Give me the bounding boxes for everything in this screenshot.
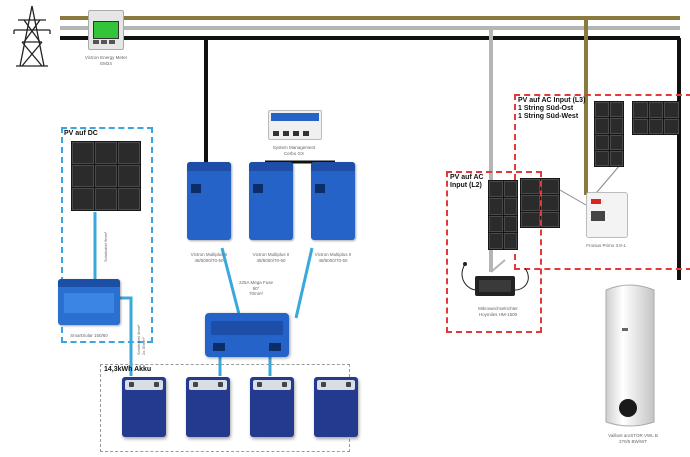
battery-icon	[186, 377, 230, 437]
solar-panel-icon	[594, 101, 624, 167]
microinverter-cables	[461, 262, 529, 291]
solar-panel-icon	[632, 101, 680, 135]
pv-dc-box	[61, 127, 153, 343]
battery-icon	[250, 377, 294, 437]
inverter1-to-lynx	[220, 247, 242, 319]
battery-title: 14,3kWh Akku	[104, 366, 152, 373]
heatpump-label: Vaillant aroSTOR VWL B 270/5 BW/WT	[608, 433, 658, 444]
hoymiles-label: Mikrowechselrichter Hoymiles HM-1500	[478, 306, 518, 317]
microinverter-icon	[475, 276, 515, 296]
battery-icon	[122, 377, 166, 437]
gx-device-icon	[268, 110, 322, 140]
heat-pump-icon	[605, 284, 655, 427]
fronius-label: Fronius Primo 3.8-1	[586, 243, 626, 248]
fronius-inverter-icon	[586, 192, 628, 238]
mppt-label: SmartSolar 150/60	[70, 333, 108, 338]
pylon-icon	[13, 5, 51, 67]
battery-cable-label: Solarkabel 4mm² 2x 35mm²	[136, 324, 146, 355]
inverter-2	[249, 162, 293, 240]
pv-ac-l3-title: PV auf AC Input (L3) 1 String Süd-Ost 1 …	[518, 97, 586, 120]
inverter-2-label: Victron Multiplus II 48/5000/70-50	[252, 252, 290, 263]
solar-panel-icon	[71, 141, 141, 211]
inverter-1-label: Victron Multiplus II 48/5000/70-50	[190, 252, 228, 263]
gx-label: System Management Cerbo GX	[272, 145, 316, 156]
mppt-charger-icon	[58, 279, 120, 325]
pv-dc-title: PV auf DC	[64, 130, 98, 137]
inverter-3	[311, 162, 355, 240]
pv-cable-label: Solarkabel 6mm²	[103, 231, 108, 262]
battery-icon	[314, 377, 358, 437]
inverter-1	[187, 162, 231, 240]
energy-meter-icon	[88, 10, 124, 50]
inverter3-to-lynx	[294, 247, 314, 319]
mppt-to-battery	[118, 296, 133, 376]
meter-label: Victron Energy Meter EM24	[84, 55, 128, 66]
bus-cable-label: 225A Mega Fuse 90° 70mm²	[238, 280, 274, 296]
pv-ac-l2-title: PV auf AC Input (L2)	[450, 174, 484, 189]
inverter-3-label: Victron Multiplus II 48/5000/70-50	[314, 252, 352, 263]
lynx-distributor-icon	[205, 313, 289, 357]
solar-panel-icon	[488, 180, 518, 250]
pv-ac-l2-box	[446, 171, 542, 333]
